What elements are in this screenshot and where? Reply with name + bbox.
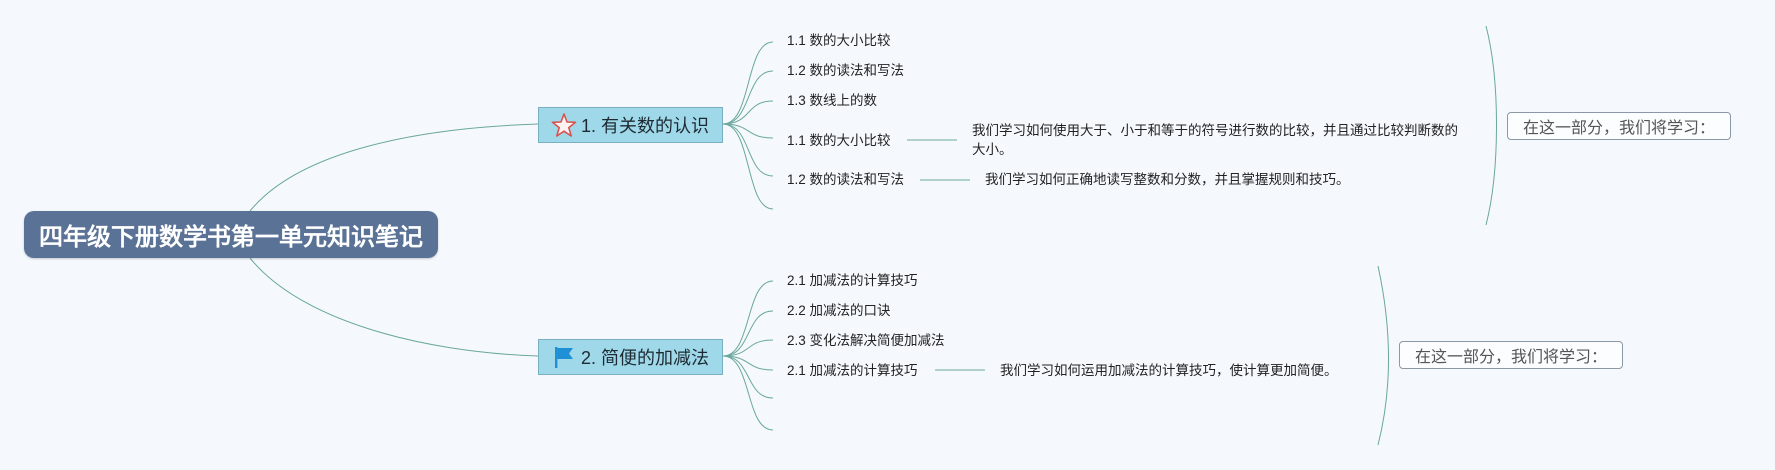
subtopic-1-5[interactable]: 1.2 数的读法和写法 bbox=[787, 172, 905, 187]
summary-label-1: 在这一部分，我们将学习： bbox=[1522, 120, 1715, 137]
topic-label-1: 1. 有关数的认识 bbox=[581, 116, 710, 136]
topic-label-2: 2. 简便的加减法 bbox=[581, 348, 710, 368]
subtopic-1-4[interactable]: 1.1 数的大小比较 bbox=[787, 133, 891, 148]
star-icon bbox=[551, 112, 577, 138]
subtopic-1-3[interactable]: 1.3 数线上的数 bbox=[787, 93, 878, 108]
detail-1-2[interactable]: 我们学习如何正确地读写整数和分数，并且掌握规则和技巧。 bbox=[985, 172, 1350, 187]
subtopic-2-3[interactable]: 2.3 变化法解决简便加减法 bbox=[787, 333, 945, 348]
topic-node-1[interactable]: 1. 有关数的认识 bbox=[538, 107, 723, 143]
summary-brace-1 bbox=[1485, 25, 1497, 226]
root-to-topic-1-line bbox=[249, 123, 539, 212]
detail-2-1[interactable]: 我们学习如何运用加减法的计算技巧，使计算更加简便。 bbox=[1000, 363, 1338, 378]
root-label: 四年级下册数学书第一单元知识笔记 bbox=[39, 224, 423, 251]
subtopic-1-1[interactable]: 1.1 数的大小比较 bbox=[787, 33, 891, 48]
summary-label-2: 在这一部分，我们将学习： bbox=[1414, 349, 1607, 366]
root-node[interactable]: 四年级下册数学书第一单元知识笔记 bbox=[24, 211, 438, 258]
topic-node-2[interactable]: 2. 简便的加减法 bbox=[538, 339, 723, 375]
detail-1-1[interactable]: 我们学习如何使用大于、小于和等于的符号进行数的比较，并且通过比较判断数的大小。 bbox=[972, 123, 1458, 157]
summary-2[interactable]: 在这一部分，我们将学习： bbox=[1399, 341, 1623, 369]
subtopic-2-4[interactable]: 2.1 加减法的计算技巧 bbox=[787, 363, 918, 378]
summary-1[interactable]: 在这一部分，我们将学习： bbox=[1507, 112, 1731, 140]
subtopic-2-1[interactable]: 2.1 加减法的计算技巧 bbox=[787, 273, 918, 288]
subtopic-1-2[interactable]: 1.2 数的读法和写法 bbox=[787, 63, 905, 78]
root-to-topic-2-line bbox=[249, 257, 539, 357]
summary-brace-2 bbox=[1377, 265, 1389, 446]
flag-icon bbox=[551, 344, 577, 370]
subtopic-2-2[interactable]: 2.2 加减法的口诀 bbox=[787, 303, 891, 318]
